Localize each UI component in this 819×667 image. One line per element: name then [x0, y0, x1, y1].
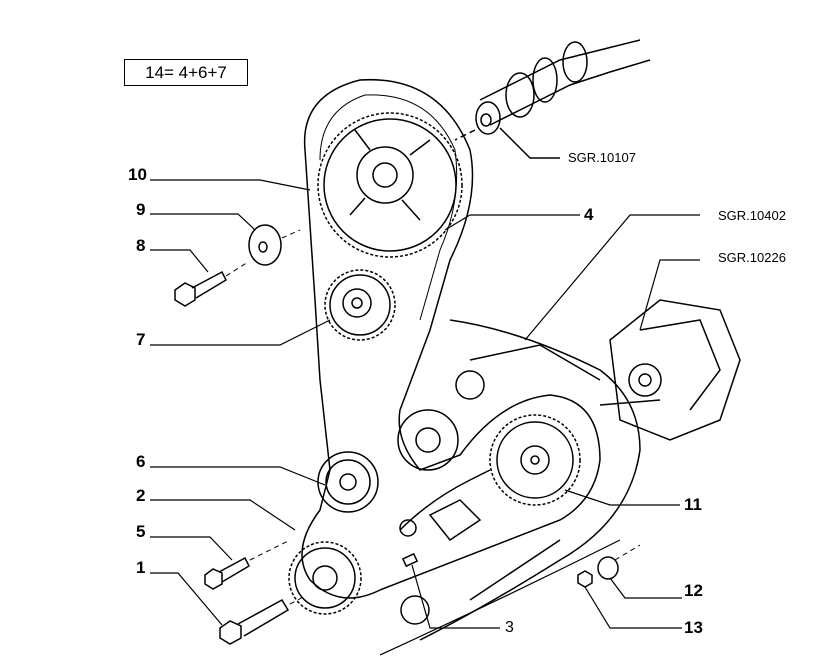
callout-7: 7 — [136, 330, 146, 349]
camshaft-pulley — [317, 112, 463, 258]
callout-9: 9 — [136, 200, 146, 219]
idler-middle — [397, 409, 459, 471]
callout-4: 4 — [584, 205, 594, 224]
callout-13: 13 — [684, 618, 703, 637]
bolt-5 — [204, 556, 250, 590]
tool-ref-sgr-10226: SGR.10226 — [718, 250, 786, 265]
engine-bracket — [419, 319, 641, 641]
callout-6: 6 — [136, 452, 146, 471]
callout-3: 3 — [505, 619, 514, 636]
callout-12: 12 — [684, 581, 703, 600]
kit-formula-box: 14= 4+6+7 — [124, 59, 248, 86]
callout-2: 2 — [136, 486, 146, 505]
washer-9 — [248, 224, 282, 266]
pump-pulley-11 — [489, 414, 581, 506]
crankshaft-pulley-2 — [288, 541, 362, 615]
tool-ref-sgr-10402: SGR.10402 — [718, 208, 786, 223]
washer-12 — [597, 556, 619, 580]
bolt-1 — [219, 598, 290, 645]
tool-ref-sgr-10107: SGR.10107 — [568, 150, 636, 165]
timing-belt — [301, 78, 601, 599]
nut-13 — [577, 570, 593, 588]
leader-lines — [150, 179, 700, 629]
bolt-8 — [174, 270, 227, 307]
callout-1: 1 — [136, 558, 146, 577]
idler-pulley-7 — [324, 269, 396, 341]
callout-11: 11 — [684, 495, 702, 514]
injection-pump — [599, 299, 741, 441]
camshaft — [475, 39, 651, 135]
leader-sgr-10107 — [499, 127, 560, 159]
callout-5: 5 — [136, 522, 146, 541]
crankshaft — [399, 469, 491, 542]
callout-8: 8 — [136, 236, 146, 255]
callout-10: 10 — [128, 165, 147, 184]
pin-3 — [401, 552, 419, 568]
